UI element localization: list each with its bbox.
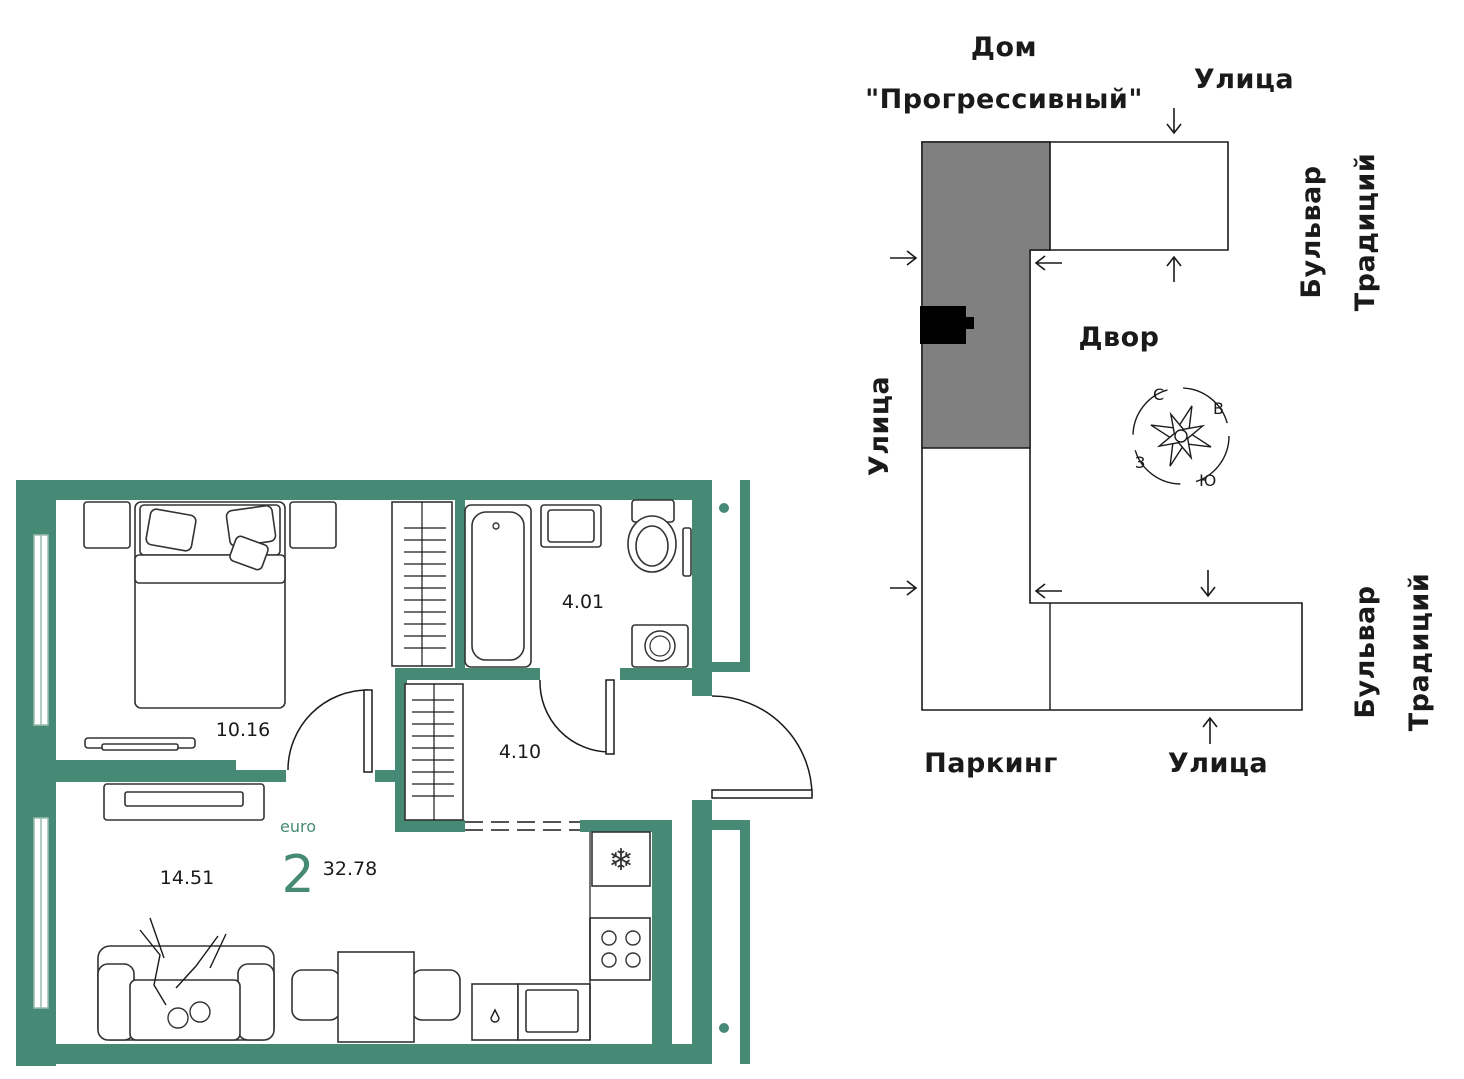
bedroom-furniture [83,501,337,751]
boulevard-lower-line2: Традиций [1404,573,1435,732]
apartment-type-prefix: euro [280,817,316,836]
apartment-location-marker [920,306,966,344]
bathroom-area: 4.01 [562,591,604,613]
floor-plan: ❄ 10.16 14.51 4.01 4.10 euro 2 32.78 [16,480,813,1066]
courtyard-label: Двор [1078,322,1159,353]
bathroom-fixtures [464,499,692,668]
snowflake-icon: ❄ [608,843,633,878]
hall-area: 4.10 [499,741,541,763]
street-bottom-label: Улица [1168,748,1268,779]
bedroom-area: 10.16 [216,719,270,741]
parking-label: Паркинг [924,748,1058,779]
wardrobes [391,501,464,821]
house-name-line2: "Прогрессивный" [865,84,1143,115]
boulevard-upper-line1: Бульвар [1296,165,1327,298]
total-area: 32.78 [323,858,377,880]
living-furniture: ❄ [97,783,651,1043]
compass-south: Ю [1199,471,1216,490]
windows [33,534,49,1009]
site-plan: С В Ю З Дом "Прогрессивный" Улица Двор П… [864,32,1435,779]
boulevard-upper-line2: Традиций [1350,153,1381,312]
boulevard-lower-line1: Бульвар [1350,585,1381,718]
walls [16,480,750,1066]
compass-east: В [1213,399,1224,418]
house-name-line1: Дом [971,32,1037,63]
compass-west: З [1135,453,1145,472]
compass-icon: С В Ю З [1132,385,1230,490]
rooms-count: 2 [281,845,314,905]
entrance-arrows [890,108,1218,744]
doors [287,679,813,831]
marker-dot [719,503,729,513]
compass-north: С [1153,385,1164,404]
street-left-label: Улица [864,376,895,476]
street-top-label: Улица [1194,64,1294,95]
marker-dot [719,1023,729,1033]
living-area: 14.51 [160,867,214,889]
